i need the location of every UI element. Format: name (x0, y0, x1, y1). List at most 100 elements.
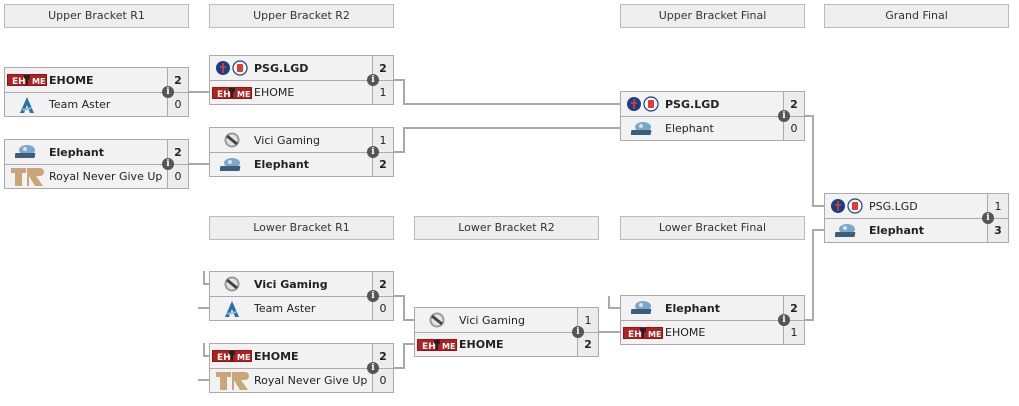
connector-lbf-stub (608, 296, 620, 309)
header-lower-bracket-r1: Lower Bracket R1 (209, 216, 394, 240)
svg-text:ME: ME (648, 330, 661, 339)
team-score: 2 (167, 140, 188, 164)
team-score: 1 (783, 321, 804, 344)
team-score: 1 (372, 81, 393, 104)
match-info-icon[interactable]: i (367, 146, 379, 158)
match-info-icon[interactable]: i (982, 212, 994, 224)
match-info-icon[interactable]: i (572, 326, 584, 338)
team-score: 2 (783, 92, 804, 116)
team-name: EHOME (254, 349, 299, 363)
team-row[interactable]: EH ME EHOME 1 (621, 320, 804, 344)
team-name: Team Aster (254, 302, 316, 315)
team-name: Elephant (49, 145, 104, 159)
ehome-logo-icon: EH ME (210, 82, 254, 104)
team-name: EHOME (665, 326, 706, 339)
match-info-icon[interactable]: i (162, 86, 174, 98)
match-info-icon[interactable]: i (778, 110, 790, 122)
team-row[interactable]: PSG.LGD 2 (210, 56, 393, 80)
team-name: EHOME (49, 73, 94, 87)
svg-text:ME: ME (237, 353, 250, 362)
elephant-logo-icon (621, 297, 665, 319)
connector-lbf (803, 229, 824, 321)
elephant-logo-icon (5, 141, 49, 163)
elephant-logo-icon (621, 118, 665, 140)
svg-text:EH: EH (217, 90, 231, 100)
team-row[interactable]: Team Aster 0 (5, 92, 188, 116)
team-score: 0 (372, 369, 393, 392)
team-score: 2 (372, 153, 393, 176)
vici-gaming-logo-icon (210, 129, 254, 151)
header-upper-bracket-final: Upper Bracket Final (620, 4, 805, 28)
team-row[interactable]: Team Aster 0 (210, 296, 393, 320)
team-row[interactable]: Vici Gaming 1 (210, 128, 393, 152)
team-name: EHOME (459, 338, 504, 351)
team-name: Vici Gaming (254, 133, 320, 147)
team-aster-logo-icon (210, 298, 254, 320)
vici-gaming-logo-icon (210, 273, 254, 295)
team-name: Vici Gaming (254, 277, 328, 291)
team-score: 3 (987, 219, 1008, 242)
rng-logo-icon (5, 166, 49, 188)
team-row[interactable]: Elephant 2 (210, 152, 393, 176)
match-info-icon[interactable]: i (778, 314, 790, 326)
team-score: 0 (372, 297, 393, 320)
team-score: 0 (167, 93, 188, 116)
connector-ubr2m1 (393, 79, 620, 105)
team-name: Elephant (665, 301, 720, 315)
team-row[interactable]: Elephant 2 (5, 140, 188, 164)
team-row[interactable]: EH ME EHOME 1 (210, 80, 393, 104)
connector-lbr1-stub3 (203, 343, 209, 357)
svg-text:ME: ME (442, 342, 455, 351)
team-score: 0 (783, 117, 804, 140)
header-upper-bracket-r1: Upper Bracket R1 (4, 4, 189, 28)
team-score: 1 (577, 308, 598, 332)
team-score: 2 (372, 56, 393, 80)
team-name: Royal Never Give Up (49, 170, 163, 183)
match-info-icon[interactable]: i (162, 158, 174, 170)
psg-lgd-logo-icon (621, 93, 665, 115)
psg-lgd-logo-icon (825, 195, 869, 217)
team-score: 2 (167, 68, 188, 92)
psg-lgd-logo-icon (210, 57, 254, 79)
team-name: Team Aster (49, 98, 111, 111)
svg-text:EH: EH (217, 353, 231, 363)
match-info-icon[interactable]: i (367, 290, 379, 302)
elephant-logo-icon (210, 154, 254, 176)
match-info-icon[interactable]: i (367, 74, 379, 86)
match-info-icon[interactable]: i (367, 362, 379, 374)
team-row[interactable]: Elephant 3 (825, 218, 1008, 242)
svg-text:ME: ME (237, 90, 250, 99)
team-name: PSG.LGD (254, 61, 309, 75)
connector-lbr1m2 (393, 343, 414, 369)
team-name: Elephant (869, 224, 924, 237)
header-upper-bracket-r2: Upper Bracket R2 (209, 4, 394, 28)
team-name: EHOME (254, 86, 295, 99)
team-score: 1 (372, 128, 393, 152)
header-grand-final: Grand Final (824, 4, 1009, 28)
team-name: Elephant (254, 158, 309, 171)
svg-text:EH: EH (628, 330, 642, 340)
